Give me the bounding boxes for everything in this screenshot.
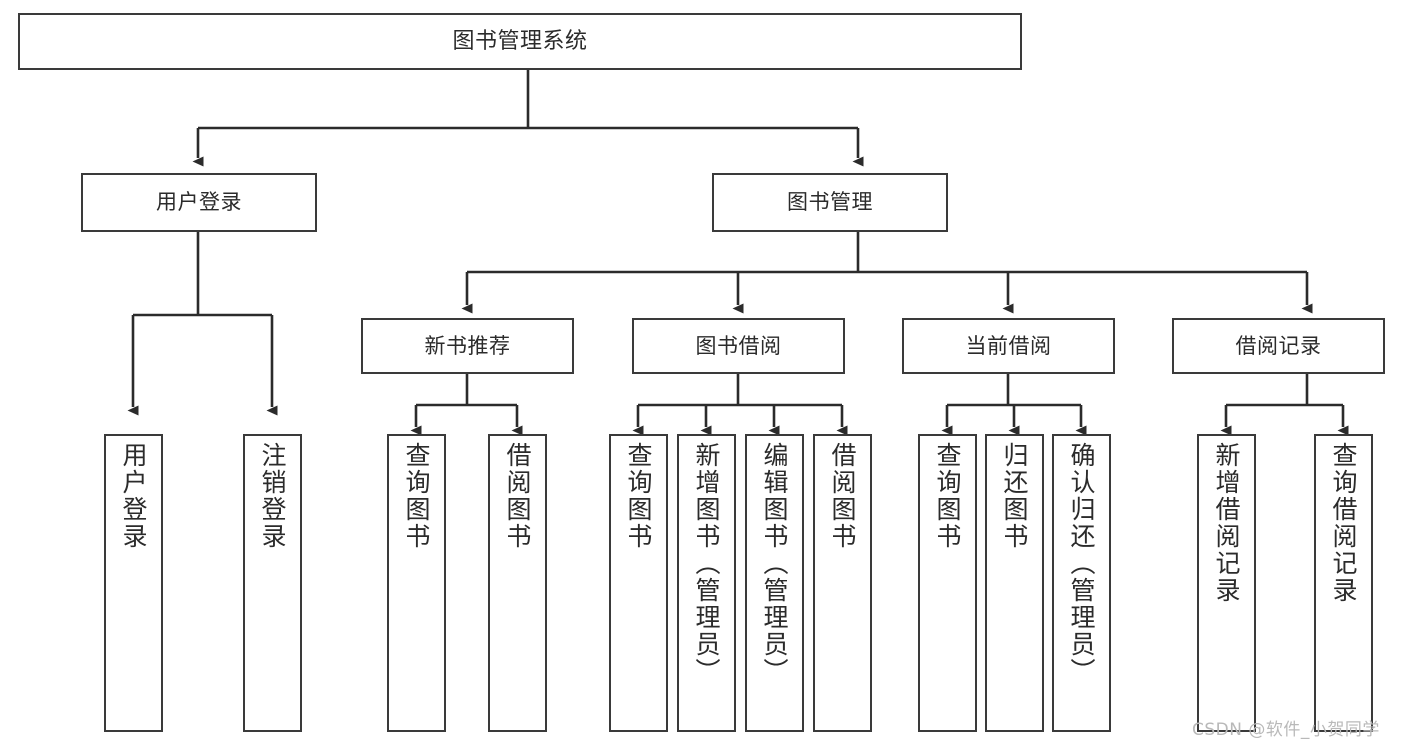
node-label: 查询图书	[402, 442, 431, 550]
node-label: 借阅图书	[828, 442, 857, 550]
node-current-borrow[interactable]: 当前借阅	[902, 318, 1115, 374]
leaf-query-borrow-record[interactable]: 查询借阅记录	[1314, 434, 1373, 732]
leaf-return-book[interactable]: 归还图书	[985, 434, 1044, 732]
node-label: 借阅记录	[1235, 333, 1322, 358]
node-root-book-management-system[interactable]: 图书管理系统	[18, 13, 1022, 70]
leaf-add-borrow-record[interactable]: 新增借阅记录	[1197, 434, 1256, 732]
leaf-logout-login[interactable]: 注销登录	[243, 434, 302, 732]
node-label: 借阅图书	[503, 442, 532, 550]
node-label: 归还图书	[1000, 442, 1029, 550]
node-label: 用户登录	[156, 190, 242, 215]
node-label: 图书管理系统	[452, 28, 588, 54]
node-label: 新书推荐	[424, 333, 511, 358]
node-label: 查询图书	[933, 442, 962, 550]
node-new-book-recommend[interactable]: 新书推荐	[361, 318, 574, 374]
leaf-borrow-book-recommend[interactable]: 借阅图书	[488, 434, 547, 732]
node-label: 当前借阅	[965, 333, 1052, 358]
leaf-user-login[interactable]: 用户登录	[104, 434, 163, 732]
node-label: 注销登录	[258, 442, 287, 550]
node-label: 编辑图书（管理员）	[760, 442, 789, 685]
node-label: 查询借阅记录	[1329, 442, 1358, 604]
node-label: 用户登录	[119, 442, 148, 550]
watermark-text: CSDN @软件_小贺同学	[1192, 720, 1380, 740]
node-label: 图书借阅	[695, 333, 782, 358]
leaf-edit-book-admin[interactable]: 编辑图书（管理员）	[745, 434, 804, 732]
node-label: 图书管理	[787, 190, 873, 215]
leaf-query-book-borrow[interactable]: 查询图书	[609, 434, 668, 732]
leaf-add-book-admin[interactable]: 新增图书（管理员）	[677, 434, 736, 732]
node-label: 查询图书	[624, 442, 653, 550]
node-user-login[interactable]: 用户登录	[81, 173, 317, 232]
node-borrow-record[interactable]: 借阅记录	[1172, 318, 1385, 374]
leaf-query-book-current[interactable]: 查询图书	[918, 434, 977, 732]
node-label: 确认归还（管理员）	[1067, 442, 1096, 685]
node-label: 新增图书（管理员）	[692, 442, 721, 685]
leaf-confirm-return-admin[interactable]: 确认归还（管理员）	[1052, 434, 1111, 732]
leaf-query-book-recommend[interactable]: 查询图书	[387, 434, 446, 732]
leaf-borrow-book-borrow[interactable]: 借阅图书	[813, 434, 872, 732]
node-label: 新增借阅记录	[1212, 442, 1241, 604]
node-book-borrow[interactable]: 图书借阅	[632, 318, 845, 374]
node-book-management[interactable]: 图书管理	[712, 173, 948, 232]
